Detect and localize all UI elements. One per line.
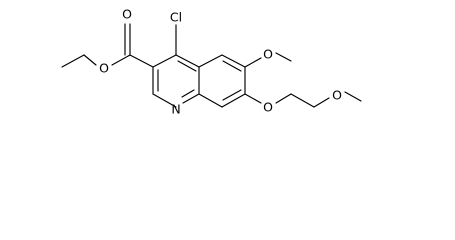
- bond-c5-c6-inner: [222, 60, 242, 72]
- carbonyl-oxygen-label: O: [122, 7, 132, 22]
- bond-terminal-o-ch3: [344, 91, 362, 102]
- bond-c8-c8a: [198, 93, 223, 108]
- chemical-structure: Cl O O O O O N: [61, 7, 362, 117]
- ring-nitrogen-label: N: [171, 102, 180, 117]
- bond-methoxy-o-ch3: [275, 52, 292, 62]
- bond-c8a-n1-inner: [181, 89, 195, 98]
- bond-c7-c8-inner: [222, 89, 242, 101]
- bond-ether-o-ch2: [83, 54, 97, 66]
- bond-c4-c4a-inner: [177, 60, 197, 72]
- bond-ch2-o: [313, 97, 330, 108]
- methoxy-oxygen-label: O: [263, 47, 273, 62]
- bond-carbonyl-ether-o: [111, 54, 131, 66]
- alkoxy-oxygen-label: O: [263, 100, 273, 115]
- bond-alkoxy-o-ch2: [275, 93, 292, 104]
- bond-c4a-c5: [198, 54, 223, 68]
- bond-c7-o: [244, 93, 262, 104]
- structure-canvas: Cl O O O O O N: [61, 6, 362, 117]
- bond-c4-c4a: [175, 54, 200, 68]
- bond-ch2-ch2: [290, 93, 315, 108]
- bond-c8a-n1: [182, 93, 200, 104]
- bond-c7-c8: [221, 93, 246, 108]
- terminal-oxygen-label: O: [332, 88, 342, 103]
- bond-c5-c6: [221, 54, 246, 68]
- ester-oxygen-label: O: [99, 61, 109, 76]
- bond-c6-o: [244, 57, 262, 68]
- bond-ethyl-ch2-ch3: [61, 54, 85, 68]
- bond-c4-c3: [152, 54, 177, 68]
- bond-c2-n1: [152, 93, 177, 108]
- bond-c3-carbonyl: [129, 54, 154, 68]
- chlorine-label: Cl: [170, 10, 182, 25]
